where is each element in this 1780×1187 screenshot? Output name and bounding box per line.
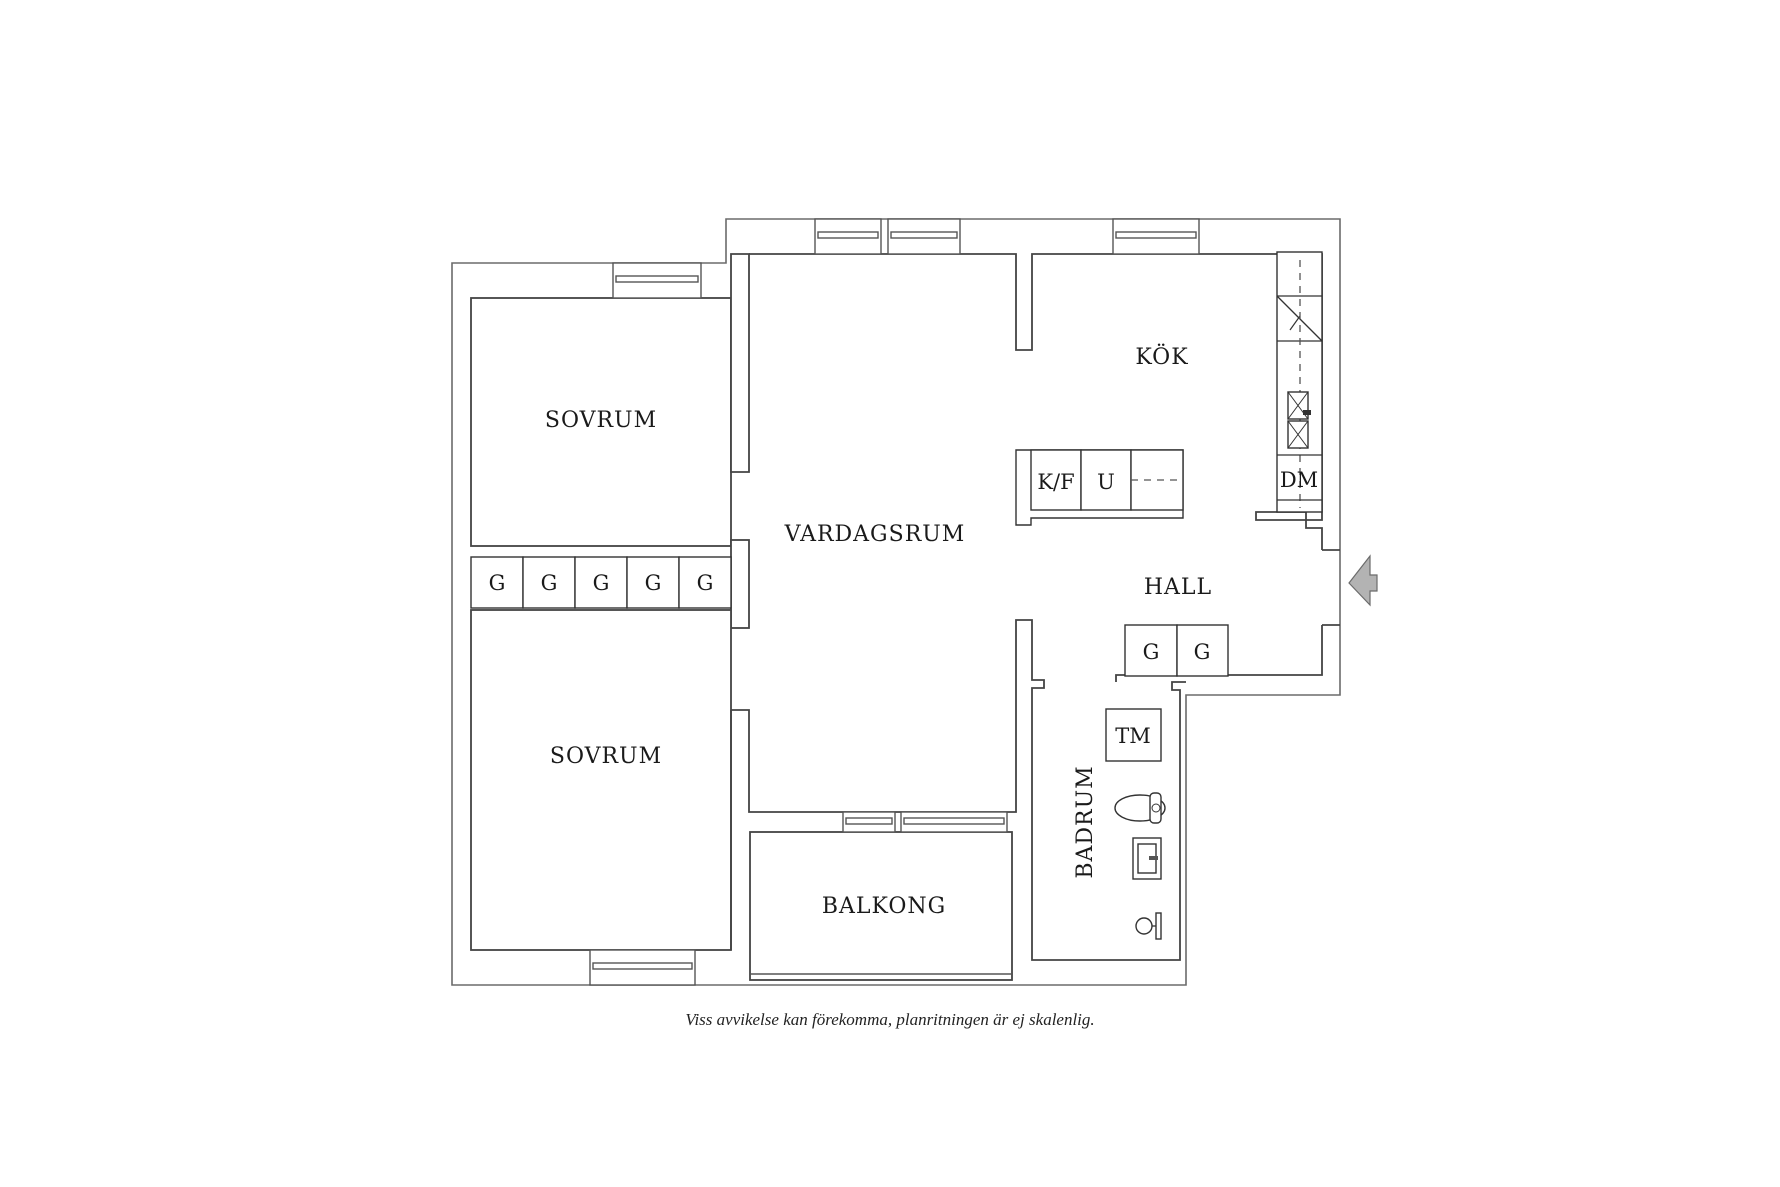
- dryer: TM: [1105, 708, 1162, 762]
- balkong-room: [749, 831, 1013, 981]
- kitchen-island: K/F U: [1015, 449, 1184, 526]
- window-icon: [612, 262, 702, 299]
- window-icon: [900, 811, 1008, 833]
- sovrum-top-room: [470, 297, 732, 547]
- sovrum-bottom-room: [470, 609, 732, 951]
- window-icon: [842, 811, 896, 833]
- washbasin-icon: [1132, 837, 1162, 880]
- wardrobe-label: G: [645, 571, 662, 595]
- windows: [589, 218, 1200, 986]
- balkong-label: BALKONG: [822, 894, 946, 919]
- stove-icon: [1287, 391, 1311, 449]
- hall-wardrobes: G G: [1124, 624, 1229, 677]
- wardrobe-label: G: [593, 571, 610, 595]
- bathroom-fixtures: TM BADRUM: [1073, 708, 1166, 940]
- shower-icon: [1135, 912, 1162, 940]
- wardrobe-label: G: [541, 571, 558, 595]
- toilet-icon: [1114, 792, 1166, 824]
- wardrobe-row: G G G G G: [470, 556, 732, 609]
- wardrobe-label: G: [697, 571, 714, 595]
- window-icon: [1112, 218, 1200, 255]
- sovrum-bottom-label: SOVRUM: [550, 744, 662, 769]
- outer-walls: [451, 218, 1341, 986]
- disclaimer-footnote: Viss avvikelse kan förekomma, planritnin…: [685, 1010, 1095, 1029]
- oven-label: U: [1097, 470, 1115, 494]
- window-icon: [814, 218, 882, 255]
- wardrobe-label: G: [489, 571, 506, 595]
- bedroom-divider-wall: [730, 539, 750, 629]
- sovrum-top-label: SOVRUM: [545, 408, 657, 433]
- hall-label: HALL: [1144, 575, 1212, 600]
- kitchen-counter: DM: [1276, 251, 1323, 513]
- entrance-arrow-icon: [1348, 554, 1378, 607]
- wardrobe-label: G: [1143, 640, 1160, 664]
- window-icon: [589, 949, 696, 986]
- wardrobe-label: G: [1194, 640, 1211, 664]
- fridge-freezer-label: K/F: [1037, 470, 1074, 494]
- vardagsrum-label: VARDAGSRUM: [784, 522, 966, 547]
- window-icon: [887, 218, 961, 255]
- dishwasher-label: DM: [1280, 468, 1318, 492]
- dryer-label: TM: [1115, 724, 1151, 748]
- kok-label: KÖK: [1135, 343, 1188, 370]
- badrum-label: BADRUM: [1073, 765, 1098, 878]
